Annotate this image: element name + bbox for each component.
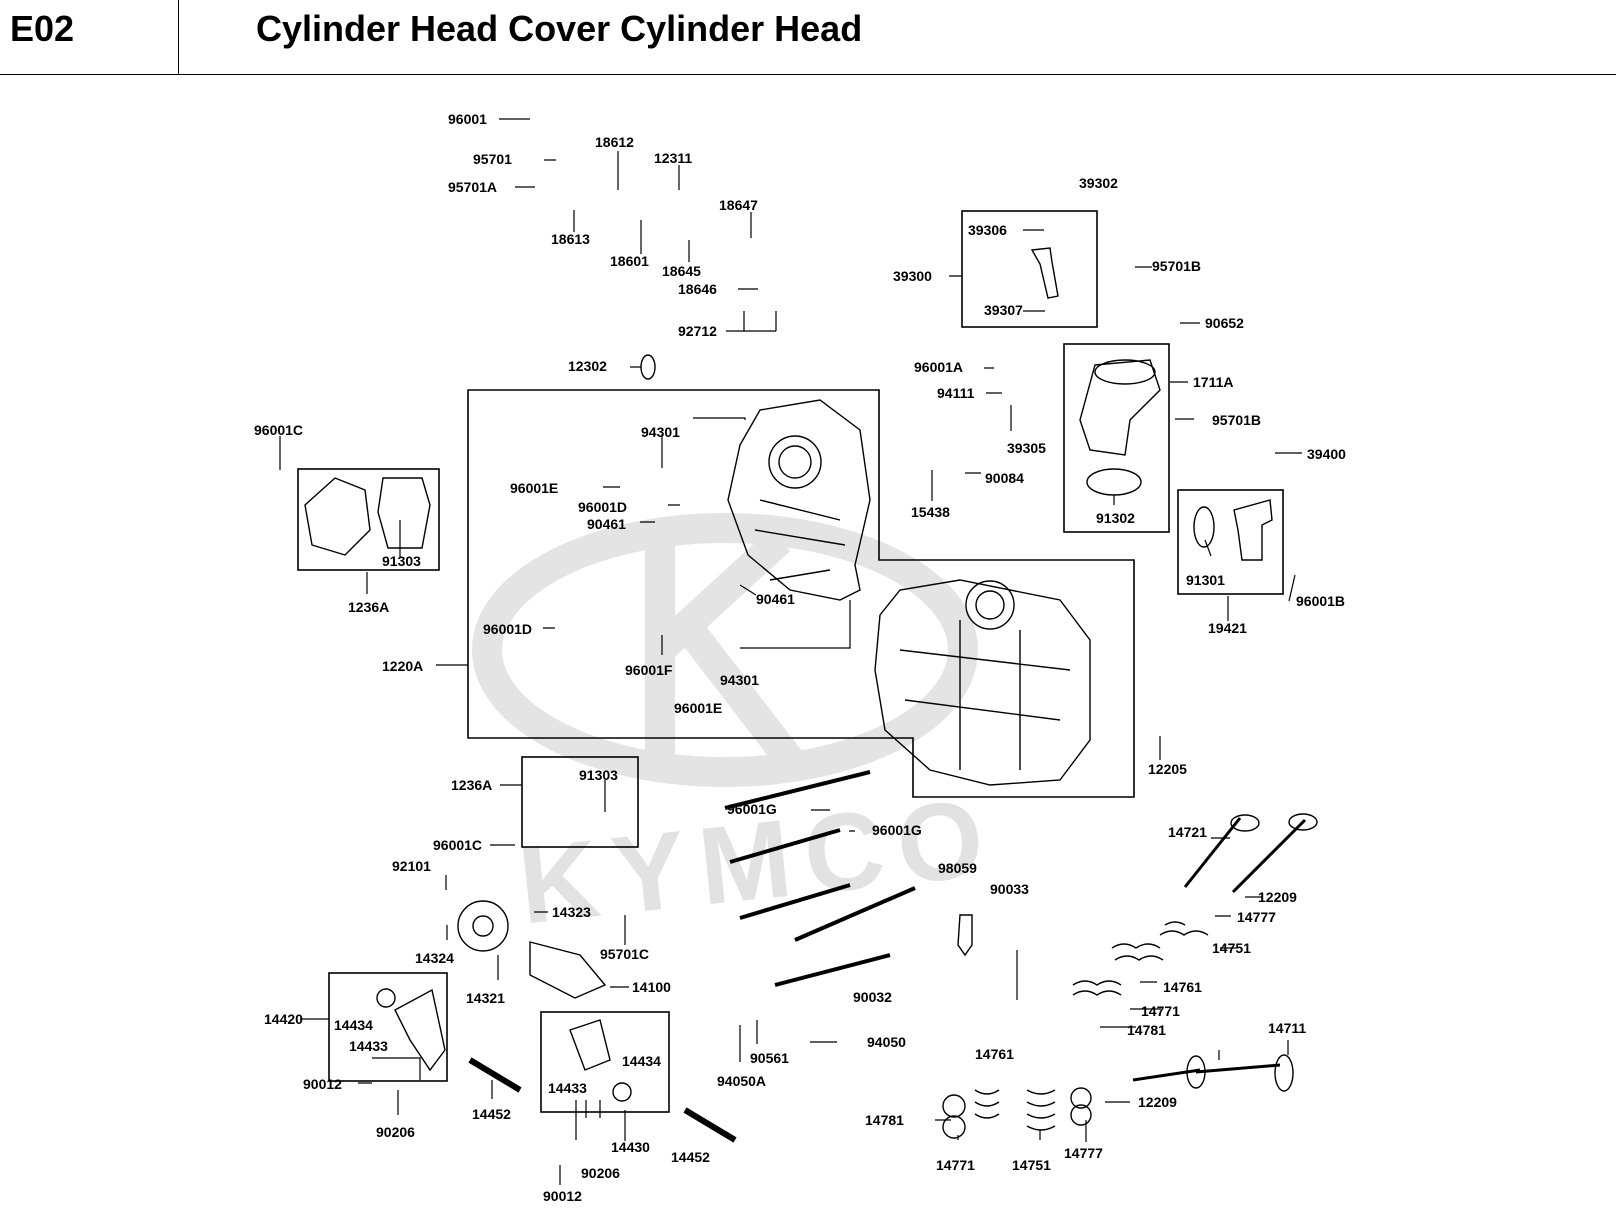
part-label: 14771 (1141, 1003, 1180, 1019)
part-label: 95701 (473, 151, 512, 167)
part-label: 12209 (1258, 889, 1297, 905)
part-label: 18647 (719, 197, 758, 213)
part-label: 19421 (1208, 620, 1247, 636)
part-label: 96001G (872, 822, 922, 838)
part-label: 91301 (1186, 572, 1225, 588)
part-label: 95701B (1212, 412, 1261, 428)
part-label: 1236A (348, 599, 389, 615)
part-label: 14711 (1268, 1020, 1306, 1036)
leader-lines (279, 118, 1302, 1185)
part-label: 92101 (392, 858, 431, 874)
part-label: 14434 (622, 1053, 661, 1069)
part-label: 39400 (1307, 446, 1346, 462)
part-label: 18612 (595, 134, 634, 150)
part-label: 90461 (587, 516, 626, 532)
part-label: 94050 (867, 1034, 906, 1050)
part-label: 14761 (1163, 979, 1202, 995)
part-label: 14777 (1237, 909, 1276, 925)
header-divider (178, 0, 179, 75)
part-label: 96001A (914, 359, 963, 375)
part-label: 14751 (1212, 940, 1251, 956)
part-label: 1711A (1193, 374, 1233, 390)
part-label: 39306 (968, 222, 1007, 238)
part-label: 12302 (568, 358, 607, 374)
part-label: 1220A (382, 658, 423, 674)
part-label: 96001C (254, 422, 303, 438)
part-label: 90206 (581, 1165, 620, 1181)
header-rule (0, 74, 1616, 75)
part-label: 14761 (975, 1046, 1014, 1062)
part-label: 18646 (678, 281, 717, 297)
part-label: 96001C (433, 837, 482, 853)
part-label: 14420 (264, 1011, 303, 1027)
part-label: 14452 (472, 1106, 511, 1122)
part-label: 92712 (678, 323, 717, 339)
part-label: 90461 (756, 591, 795, 607)
part-label: 96001E (674, 700, 722, 716)
part-label: 14100 (632, 979, 671, 995)
part-labels: 96001 95701 95701A 18612 12311 18647 186… (254, 111, 1346, 1204)
part-label: 39307 (984, 302, 1023, 318)
part-label: 96001D (578, 499, 627, 515)
part-label: 39302 (1079, 175, 1118, 191)
part-label: 94301 (641, 424, 680, 440)
part-label: 95701B (1152, 258, 1201, 274)
part-label: 96001G (727, 801, 777, 817)
part-label: 14433 (548, 1080, 587, 1096)
part-label: 91303 (382, 553, 421, 569)
part-label: 18645 (662, 263, 701, 279)
part-label: 39300 (893, 268, 932, 284)
page-header: E02 Cylinder Head Cover Cylinder Head (0, 0, 1616, 76)
part-label: 95701C (600, 946, 649, 962)
part-label: 96001 (448, 111, 487, 127)
part-label: 15438 (911, 504, 950, 520)
part-label: 14434 (334, 1017, 373, 1033)
part-label: 14777 (1064, 1145, 1103, 1161)
part-label: 14452 (671, 1149, 710, 1165)
part-label: 14781 (865, 1112, 904, 1128)
part-label: 91302 (1096, 510, 1135, 526)
part-label: 90012 (543, 1188, 582, 1204)
part-label: 39305 (1007, 440, 1046, 456)
part-label: 12205 (1148, 761, 1187, 777)
part-label: 18601 (610, 253, 649, 269)
part-label: 14433 (349, 1038, 388, 1054)
part-label: 96001D (483, 621, 532, 637)
part-label: 14430 (611, 1139, 650, 1155)
part-label: 14323 (552, 904, 591, 920)
part-label: 90206 (376, 1124, 415, 1140)
part-label: 12209 (1138, 1094, 1177, 1110)
part-label: 90561 (750, 1050, 789, 1066)
part-label: 96001B (1296, 593, 1345, 609)
part-label: 98059 (938, 860, 977, 876)
part-label: 91303 (579, 767, 618, 783)
part-label: 14781 (1127, 1022, 1166, 1038)
part-label: 90652 (1205, 315, 1244, 331)
part-label: 14721 (1168, 824, 1207, 840)
part-label: 90033 (990, 881, 1029, 897)
part-label: 12311 (654, 150, 692, 166)
component-drawings (304, 247, 1318, 1143)
part-label: 95701A (448, 179, 497, 195)
part-label: 94050A (717, 1073, 766, 1089)
part-label: 96001E (510, 480, 558, 496)
part-label: 94111 (937, 385, 975, 401)
part-label: 90012 (303, 1076, 342, 1092)
part-label: 94301 (720, 672, 759, 688)
part-label: 14771 (936, 1157, 975, 1173)
page-title: Cylinder Head Cover Cylinder Head (256, 8, 863, 49)
group-boxes (297, 210, 1284, 1113)
part-label: 18613 (551, 231, 590, 247)
part-label: 14321 (466, 990, 505, 1006)
part-label: 14751 (1012, 1157, 1051, 1173)
section-code: E02 (10, 8, 75, 49)
part-label: 90032 (853, 989, 892, 1005)
part-label: 96001F (625, 662, 673, 678)
part-label: 1236A (451, 777, 492, 793)
part-label: 14324 (415, 950, 454, 966)
part-label: 90084 (985, 470, 1024, 486)
